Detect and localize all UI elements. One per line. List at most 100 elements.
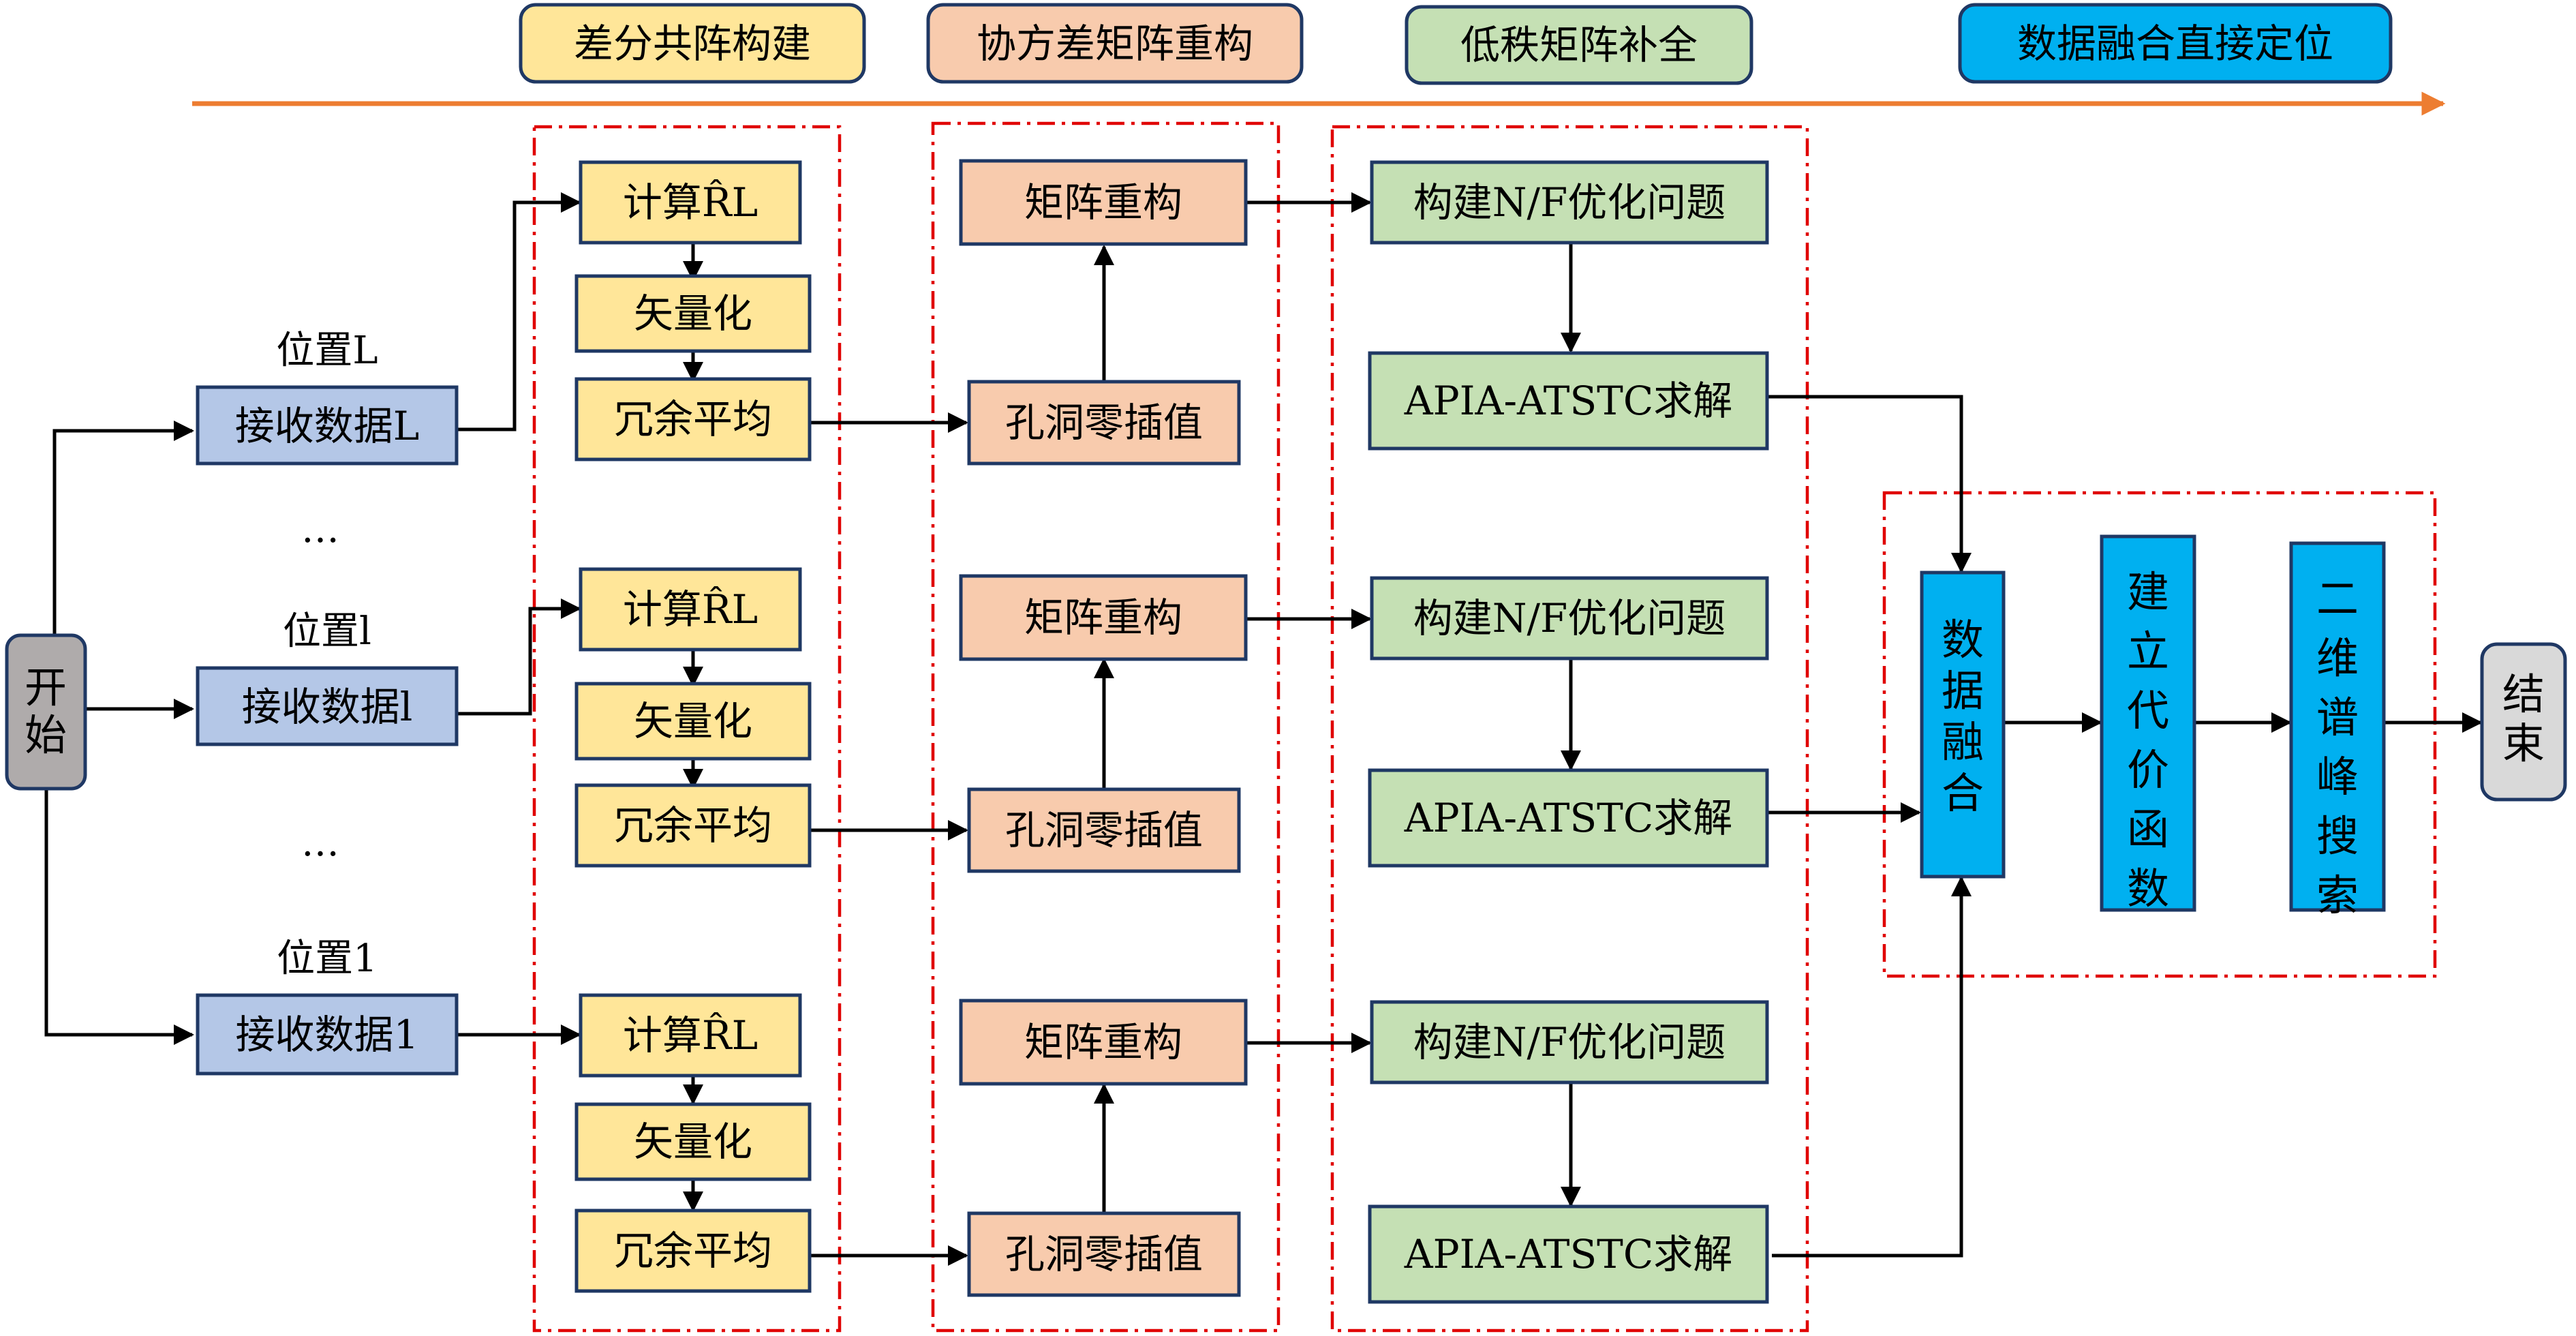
end-node: 结 束 [2480,642,2567,802]
connector [458,598,581,716]
receive-data-label: 接收数据l [242,684,413,730]
vertical-char: 价 [2127,745,2169,795]
stage-diff-coarray: 差分共阵构建 [519,3,866,84]
matrix-reconstruct-node: 矩阵重构 [959,999,1248,1086]
solve-label: APIA-ATSTC求解 [1404,1231,1733,1277]
compute-label: 计算R̂L [623,179,758,226]
position-label: 位置L [276,329,378,373]
vertical-char: 数 [2127,864,2169,913]
ellipsis: … [301,507,339,551]
vertical-char: 搜 [2316,811,2359,861]
apia-atstc-solve-node: APIA-ATSTC求解 [1368,1204,1769,1304]
receiver-l: 位置l 接收数据l [196,609,459,746]
data-fusion-label: 数据融合 [1942,615,1984,818]
compute-label: 计算R̂L [623,586,758,633]
start-node: 开 始 [5,633,87,791]
stage-cov-reconstruct: 协方差矩阵重构 [926,3,1304,84]
stage-label: 协方差矩阵重构 [977,20,1253,67]
average-label: 冗余平均 [614,1228,772,1274]
build-problem-label: 构建N/F优化问题 [1413,1019,1726,1065]
vertical-char: 索 [2316,870,2359,920]
solve-label: APIA-ATSTC求解 [1404,378,1733,424]
connector [1772,876,1972,1258]
reconstruct-label: 矩阵重构 [1024,1019,1182,1065]
reconstruct-label: 矩阵重构 [1024,594,1182,641]
redundancy-average-node: 冗余平均 [574,1209,812,1293]
apia-atstc-solve-node: APIA-ATSTC求解 [1368,768,1769,868]
vertical-char: 维 [2316,633,2359,683]
receiver-L: 位置L 接收数据L [196,329,459,466]
apia-atstc-solve-node: APIA-ATSTC求解 [1368,351,1769,451]
average-label: 冗余平均 [614,396,772,442]
start-char-1: 开 [25,663,67,712]
hole-zero-interp-node: 孔洞零插值 [967,380,1241,466]
compute-covariance-node: 计算R̂L [579,567,802,652]
vectorize-label: 矢量化 [634,290,752,337]
connector [1765,395,1972,573]
group-completion [1330,125,1809,1333]
vertical-char: 代 [2127,686,2169,735]
connector [52,421,194,648]
build-problem-label: 构建N/F优化问题 [1413,179,1726,226]
vectorize-node: 矢量化 [574,1102,812,1181]
hole-interp-label: 孔洞零插值 [1005,1231,1203,1277]
build-problem-label: 构建N/F优化问题 [1413,595,1726,641]
vertical-char: 数 [1942,615,1984,665]
vertical-char: 合 [1942,768,1984,818]
vertical-char: 立 [2127,626,2169,676]
position-label: 位置l [283,609,371,654]
receive-data-label: 接收数据L [235,403,420,449]
stage-direct-localization: 数据融合直接定位 [1958,3,2393,84]
compute-label: 计算R̂L [623,1012,758,1059]
stage-label: 低秩矩阵补全 [1460,22,1698,68]
stage-label: 差分共阵构建 [574,20,811,67]
vertical-char: 建 [2127,567,2169,617]
build-nf-problem-node: 构建N/F优化问题 [1370,1000,1769,1084]
vertical-char: 融 [1942,717,1984,767]
receive-data-label: 接收数据1 [236,1012,419,1058]
connector [44,784,194,1045]
position-label: 位置1 [277,937,378,981]
data-fusion-node: 数据融合 [1920,571,2006,879]
build-nf-problem-node: 构建N/F优化问题 [1370,576,1769,661]
vertical-char: 据 [1942,666,1984,716]
hole-zero-interp-node: 孔洞零插值 [967,787,1241,873]
redundancy-average-node: 冗余平均 [574,377,812,461]
start-char-2: 始 [25,710,67,760]
solve-label: APIA-ATSTC求解 [1404,795,1733,841]
group-reconstruct [931,121,1281,1333]
matrix-reconstruct-node: 矩阵重构 [959,574,1248,661]
matrix-reconstruct-node: 矩阵重构 [959,159,1248,246]
redundancy-average-node: 冗余平均 [574,783,812,868]
vectorize-label: 矢量化 [634,1119,752,1165]
end-char-1: 结 [2502,669,2545,719]
stage-header: 差分共阵构建 协方差矩阵重构 低秩矩阵补全 数据融合直接定位 [192,3,2446,116]
hole-interp-label: 孔洞零插值 [1005,807,1203,853]
stage-label: 数据融合直接定位 [2017,20,2333,67]
reconstruct-label: 矩阵重构 [1024,179,1182,226]
build-nf-problem-node: 构建N/F优化问题 [1370,160,1769,245]
receiver-1: 位置1 接收数据1 [196,937,459,1076]
ellipsis: … [301,821,339,865]
group-coarray [532,125,842,1333]
end-char-2: 束 [2502,718,2545,768]
compute-covariance-node: 计算R̂L [579,160,802,245]
compute-covariance-node: 计算R̂L [579,993,802,1078]
vertical-char: 谱 [2316,693,2359,742]
vertical-char: 峰 [2316,752,2359,802]
group-fusion [1882,491,2437,978]
vectorize-node: 矢量化 [574,682,812,761]
average-label: 冗余平均 [614,802,772,849]
hole-zero-interp-node: 孔洞零插值 [967,1211,1241,1297]
vertical-char: 函 [2127,804,2169,854]
connector [458,192,581,431]
hole-interp-label: 孔洞零插值 [1005,399,1203,446]
vectorize-node: 矢量化 [574,274,812,353]
stage-lowrank-completion: 低秩矩阵补全 [1405,5,1753,85]
vectorize-label: 矢量化 [634,698,752,744]
